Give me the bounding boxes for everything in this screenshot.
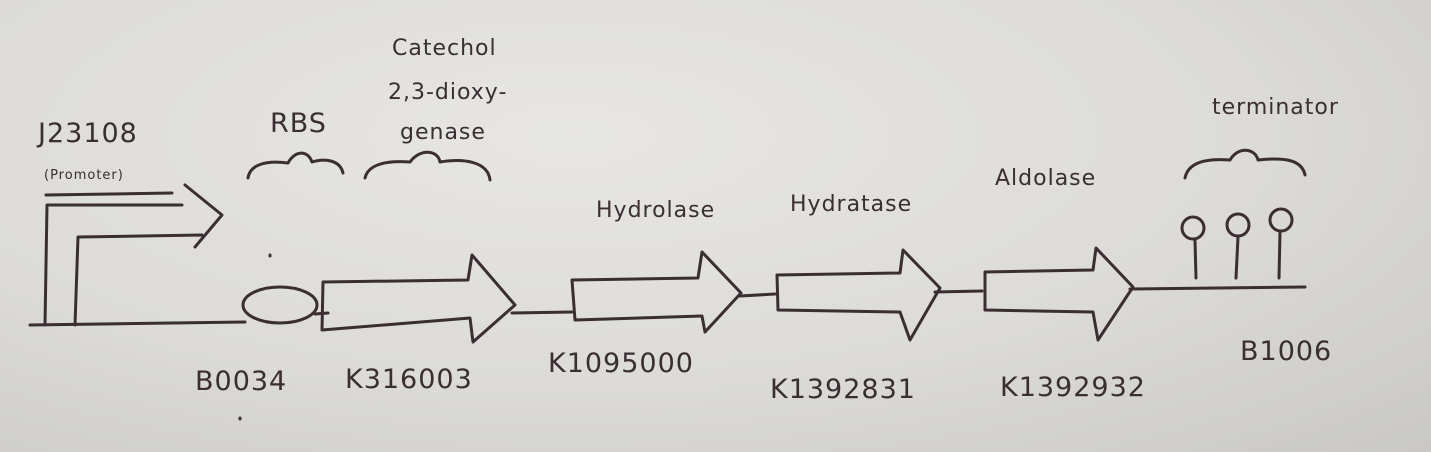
gene3-part-id: K1392831: [770, 374, 916, 405]
gene1-name-line1: Catechol: [392, 36, 497, 61]
gene1-part-id: K316003: [345, 364, 473, 395]
rbs-ellipse-icon: [241, 285, 319, 325]
terminator-part-id: B1006: [1240, 336, 1333, 367]
cds-arrow-2-icon: [570, 250, 743, 334]
cds-arrow-4-icon: [983, 246, 1135, 342]
rbs-part-id: B0034: [195, 366, 288, 397]
promoter-name-label: J23108: [38, 118, 138, 149]
gene2-name-label: Hydrolase: [596, 198, 716, 223]
cds-arrow-1-icon: [320, 253, 517, 344]
gene1-name-line3: genase: [400, 120, 486, 145]
dna-backbone: [28, 285, 1307, 327]
gene4-name-label: Aldolase: [995, 166, 1097, 191]
gene4-part-id: K1392932: [1000, 372, 1146, 403]
rbs-brace: [246, 151, 345, 180]
terminator-brace: [1183, 148, 1307, 180]
cds-arrow-3-icon: [775, 248, 942, 342]
gene1-name-line2: 2,3-dioxy-: [388, 80, 508, 105]
terminator-hairpins-icon: [1180, 207, 1294, 280]
rbs-label: RBS: [270, 108, 327, 139]
gene1-brace: [363, 150, 492, 182]
terminator-label: terminator: [1212, 95, 1339, 120]
promoter-subtitle-label: (Promoter): [44, 168, 124, 183]
gene3-name-label: Hydratase: [790, 192, 913, 217]
promoter-underline: [44, 191, 174, 197]
promoter-arrow-icon: [43, 183, 224, 327]
gene2-part-id: K1095000: [548, 348, 694, 379]
